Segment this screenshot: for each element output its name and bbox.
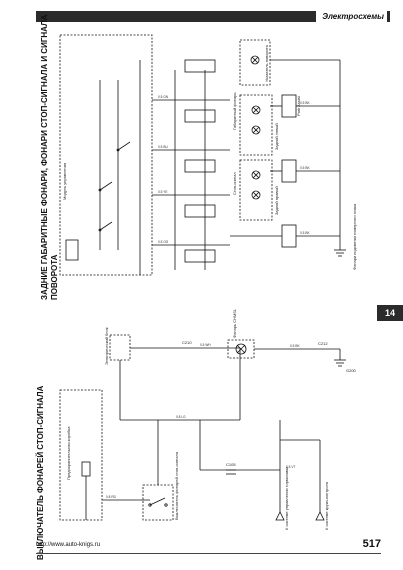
header-bar: [36, 11, 390, 22]
park-assist-label: Park Assist: [296, 95, 301, 116]
svg-text:0.5 GN: 0.5 GN: [158, 95, 169, 99]
module-label: Модуль управления: [62, 163, 67, 200]
stop-switch-outline: [142, 484, 174, 521]
chapter-tab: 14: [377, 305, 403, 321]
lamp-stop-label: Стоп-сигнал: [232, 171, 237, 195]
page-number: 517: [362, 538, 381, 550]
svg-text:0.8 RD: 0.8 RD: [106, 495, 117, 499]
svg-text:0.5 BK: 0.5 BK: [300, 101, 310, 105]
note-brake-label: К системе управления тормозами: [284, 467, 289, 530]
lamp-tail-label: Габаритный фонарь: [232, 92, 237, 130]
svg-text:0.5 BK: 0.5 BK: [300, 166, 310, 170]
lamp-unit-label: Фонарь CHMSL: [232, 308, 237, 338]
section-title: Электросхемы: [316, 10, 387, 23]
svg-text:0.5 VT: 0.5 VT: [286, 465, 295, 469]
svg-text:0.5 WH: 0.5 WH: [200, 343, 211, 347]
relay-box-label: Электрический блок: [104, 327, 109, 365]
module-connector: [65, 239, 79, 261]
chmsl-lamp-bulb: [235, 343, 247, 355]
note-cruise-label: К системе круиз-контроля: [324, 482, 329, 530]
footer-url: http://www.auto-knigs.ru: [36, 542, 101, 548]
svg-text:0.5 BU: 0.5 BU: [158, 145, 168, 149]
svg-text:0.8 LG: 0.8 LG: [176, 415, 186, 419]
connector-c105-label: C105: [226, 462, 236, 467]
rear-right-lamp-outline: [239, 159, 273, 221]
footer-rule: [36, 553, 381, 554]
svg-text:0.5 BK: 0.5 BK: [300, 231, 310, 235]
connector-c212-label: C212: [318, 341, 328, 346]
fuse-box-outline: [59, 389, 103, 521]
svg-text:0.5 OG: 0.5 OG: [158, 240, 169, 244]
rear-left-label: Задний левый: [274, 123, 279, 150]
fuse-symbol: [81, 461, 91, 477]
fuse-box-label: Предохранительная коробка: [66, 426, 71, 480]
relay-box-outline: [109, 334, 131, 361]
lamp-turn-label: Указатель поворота: [264, 44, 269, 82]
svg-text:0.5 BK: 0.5 BK: [290, 344, 300, 348]
ground-label: G200: [346, 368, 357, 373]
footnote-label: Фонари подсветки номерного знака: [352, 203, 357, 270]
svg-text:0.5 YE: 0.5 YE: [158, 190, 168, 194]
rear-right-label: Задний правый: [274, 186, 279, 215]
connector-c210-label: C210: [182, 340, 192, 345]
stop-switch-label: Выключатель фонарей стоп-сигнала: [174, 451, 179, 520]
rear-left-lamp-outline: [239, 94, 273, 156]
module-outline: [59, 34, 153, 276]
